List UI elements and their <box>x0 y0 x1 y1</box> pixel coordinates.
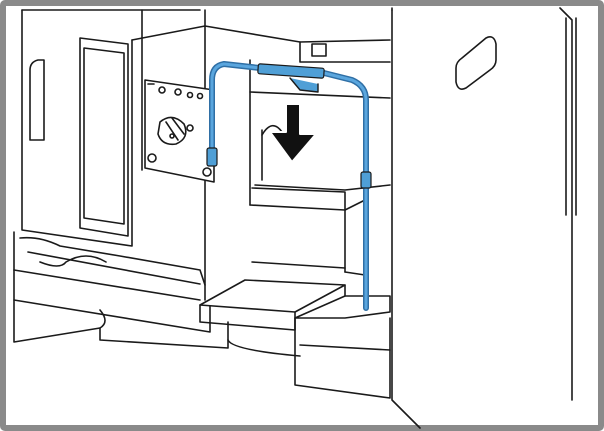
cable-clip-right <box>360 171 372 189</box>
printer-side-panel <box>391 7 577 429</box>
mounting-bracket <box>144 79 215 183</box>
handle-cutout <box>455 36 497 90</box>
down-arrow-icon <box>269 103 317 163</box>
cable-clip-left <box>206 147 218 167</box>
lower-trays <box>13 231 391 399</box>
left-interior <box>21 9 206 247</box>
cable-harness <box>206 61 372 311</box>
cable-connector <box>257 63 325 79</box>
